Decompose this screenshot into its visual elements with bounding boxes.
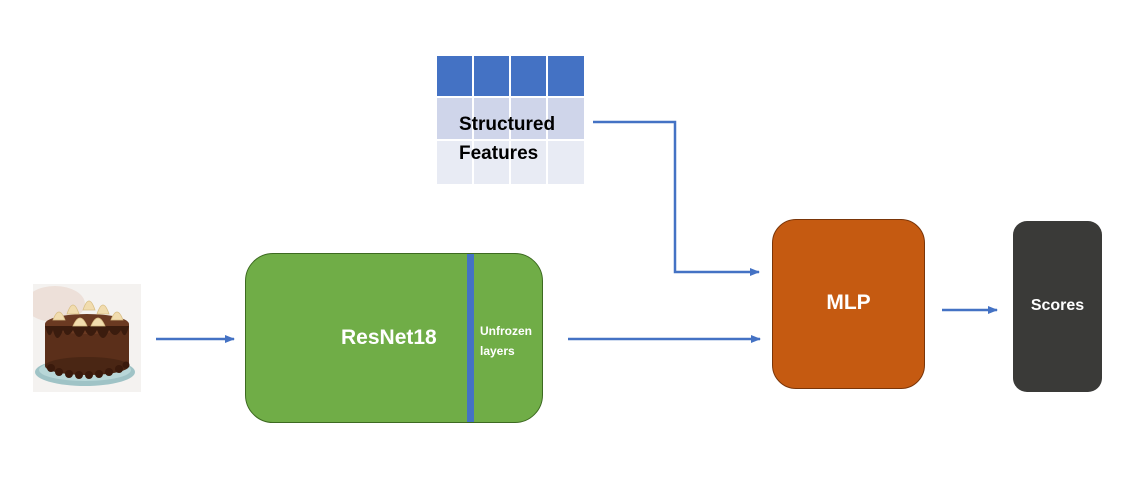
unfrozen-layers-label: Unfrozen layers <box>480 324 532 358</box>
mlp-label: MLP <box>826 291 871 314</box>
features-label: Features <box>459 143 539 164</box>
unfrozen-divider <box>467 254 474 422</box>
table-column-rule <box>546 56 548 184</box>
table-column-rule <box>472 56 474 184</box>
structured-features-table: Structured Features <box>437 56 584 184</box>
resnet-label: ResNet18 <box>341 326 437 349</box>
scores-label: Scores <box>1030 296 1085 314</box>
arrow-features-to-mlp <box>593 120 760 276</box>
cake-illustration <box>25 284 141 392</box>
scores-block: Scores <box>1013 221 1102 392</box>
table-column-rule <box>509 56 511 184</box>
mlp-block: MLP <box>772 219 925 389</box>
structured-label: Structured <box>459 114 556 135</box>
resnet-block: ResNet18 Unfrozen layers <box>245 253 543 423</box>
cake-image <box>25 284 141 392</box>
